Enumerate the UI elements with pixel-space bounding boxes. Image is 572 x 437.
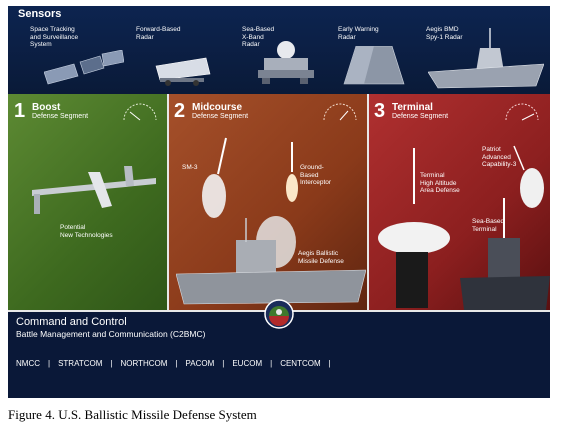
sm3-launch-plume [202,137,227,218]
segment-subtitle: Defense Segment [192,113,249,120]
mda-emblem-icon [264,299,294,329]
org-separator: | [110,359,113,368]
terminal-segment: 3 Terminal Defense Segment Patriot Advan… [368,94,550,310]
sensor-label: Sea-Based X-Band Radar [242,26,275,48]
org-separator: | [328,359,331,368]
sensor-aegis-spy1: Aegis BMD Spy-1 Radar [426,26,546,94]
label-aegis-bmd: Aegis Ballistic Missile Defense [298,250,344,265]
org-centcom: CENTCOM [280,359,321,368]
sensor-early-warning-radar: Early Warning Radar [338,26,418,94]
command-title: Command and Control [16,316,127,328]
segment-divider [167,94,169,310]
org-eucom: EUCOM [232,359,263,368]
segment-subtitle: Defense Segment [392,113,449,120]
label-sea-based-terminal: Sea-Based Terminal [472,218,505,233]
gauge-icon [505,103,539,121]
sensors-band: Sensors Space Tracking and Surveillance … [8,6,550,94]
gauge-icon [323,103,357,121]
sensor-label: Forward-Based Radar [136,26,181,41]
sensor-space-tracking: Space Tracking and Surveillance System [30,26,130,94]
early-warning-radar-icon [343,46,405,85]
segment-number: 2 [174,100,186,122]
segment-name: Midcourse [192,102,243,113]
gbi-launch-plume [286,142,298,202]
bmd-poster: Sensors Space Tracking and Surveillance … [8,6,550,398]
aegis-ship-icon [428,28,544,89]
command-org-list: NMCC | STRATCOM | NORTHCOM | PACOM | EUC… [16,359,339,368]
sensors-title: Sensors [18,8,62,20]
sea-platform-icon [258,41,314,84]
label-thaad: Terminal High Altitude Area Defense [420,172,460,194]
org-northcom: NORTHCOM [120,359,168,368]
uav-drone-icon [32,166,156,214]
org-pacom: PACOM [185,359,215,368]
sensor-label: Space Tracking and Surveillance System [30,26,79,48]
org-nmcc: NMCC [16,359,40,368]
boost-segment: 1 Boost Defense Segment Potential New Te… [8,94,168,310]
label-sm3: SM-3 [182,164,198,171]
thaad-launch-icon [378,148,450,308]
segment-name: Terminal [392,102,433,113]
patriot-plume [513,145,544,208]
sea-based-terminal-ship-icon [460,198,550,310]
org-stratcom: STRATCOM [58,359,103,368]
org-separator: | [48,359,51,368]
sensor-sea-based-x-band: Sea-Based X-Band Radar [242,26,322,94]
org-separator: | [175,359,178,368]
segment-number: 3 [374,100,386,122]
segment-name: Boost [32,102,61,113]
label-ground-based-interceptor: Ground- Based Interceptor [300,164,332,186]
segment-divider [367,94,369,310]
command-subtitle: Battle Management and Communication (C2B… [16,329,206,339]
gauge-icon [123,103,157,121]
org-separator: | [222,359,225,368]
segment-number: 1 [14,100,26,122]
figure-caption: Figure 4. U.S. Ballistic Missile Defense… [8,407,257,422]
radar-trailer-icon [155,57,211,86]
sensor-label: Early Warning Radar [338,26,379,41]
sensor-forward-based-radar: Forward-Based Radar [136,26,226,94]
label-patriot-pac3: Patriot Advanced Capability-3 [482,146,517,168]
org-separator: | [270,359,273,368]
aegis-cruiser-icon [176,216,366,305]
label-potential-new-tech: Potential New Technologies [60,224,113,239]
segment-subtitle: Defense Segment [32,113,89,120]
midcourse-segment: 2 Midcourse Defense Segment SM-3 Ground-… [168,94,368,310]
sensor-label: Aegis BMD Spy-1 Radar [426,26,463,41]
satellite-icon [44,50,124,85]
